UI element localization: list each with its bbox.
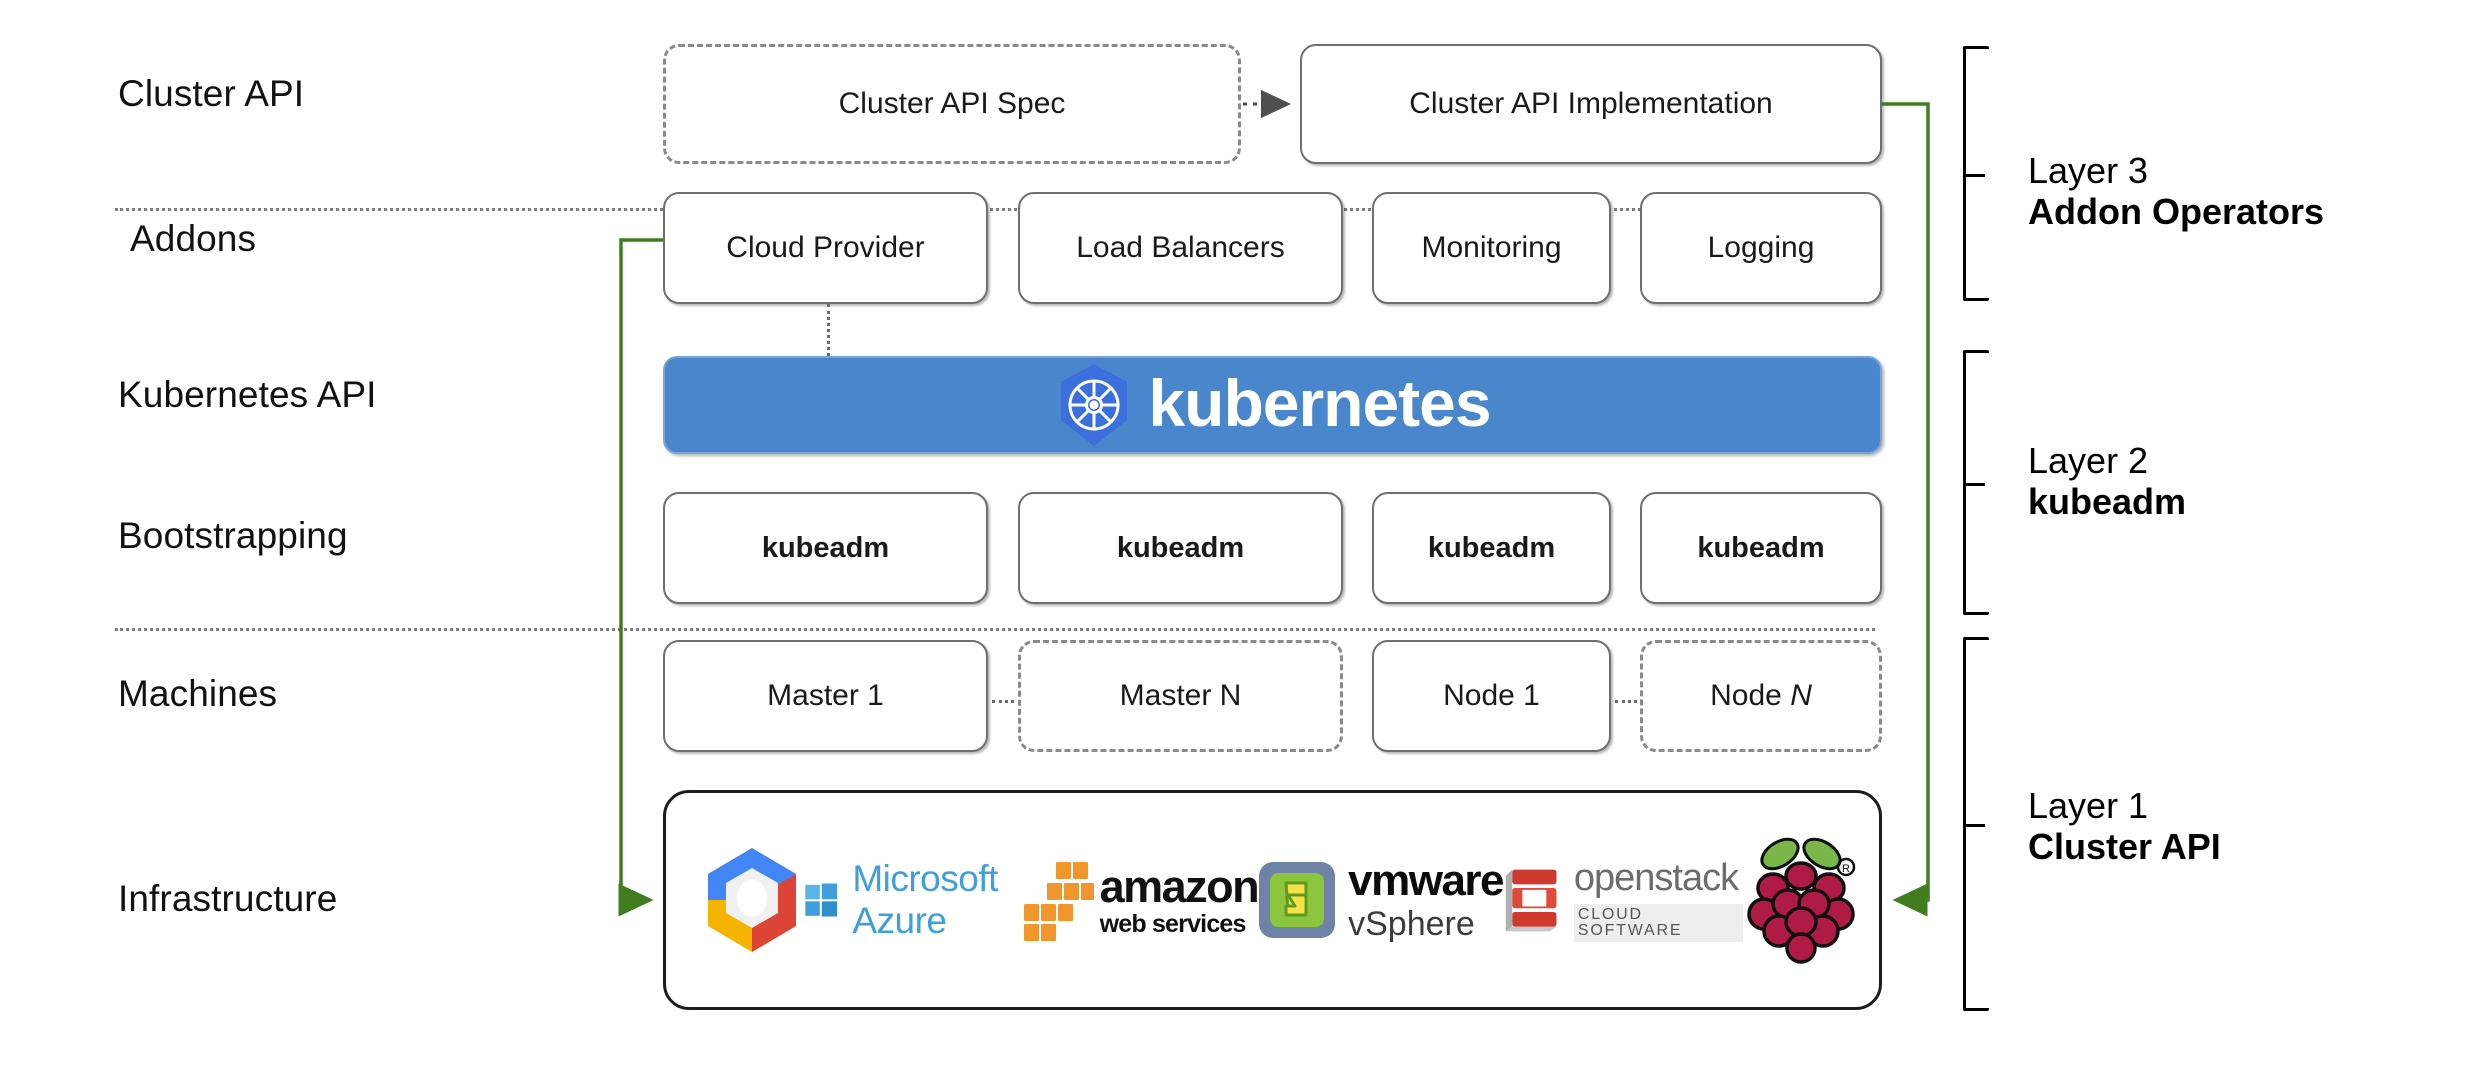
infrastructure-box[interactable]: Microsoft Azure amazon [663, 790, 1882, 1010]
layer-3-number: Layer 3 [2028, 150, 2149, 191]
logo-text-vmware-vsphere: vmware vSphere [1348, 856, 1504, 943]
bootstrap-label-kubeadm-2: kubeadm [1116, 531, 1245, 564]
row-label-kubernetes-api: Kubernetes API [118, 374, 377, 415]
logo-vmware-vsphere: vmware vSphere [1258, 840, 1505, 960]
machine-box-master-n[interactable]: Master N [1018, 640, 1343, 752]
svg-text:R: R [1842, 863, 1850, 875]
implementation-to-infrastructure-arrow [1882, 102, 1930, 917]
machine-label-master-1: Master 1 [767, 679, 884, 712]
logo-text-vmware: vmware [1348, 856, 1504, 905]
kubernetes-api-banner[interactable]: kubernetes [663, 356, 1882, 454]
layer-label-2: Layer 2 kubeadm [2028, 440, 2186, 523]
addon-box-logging[interactable]: Logging [1640, 192, 1882, 304]
layer-1-name: Cluster API [2028, 826, 2221, 868]
addon-box-load-balancers[interactable]: Load Balancers [1018, 192, 1343, 304]
logo-text-openstack: openstack CLOUD SOFTWARE [1573, 856, 1744, 942]
cloud-provider-to-infrastructure-arrow [618, 238, 663, 917]
kubernetes-wordmark: kubernetes [1148, 366, 1491, 440]
bootstrap-label-kubeadm-3: kubeadm [1427, 531, 1556, 564]
cluster-api-implementation-box[interactable]: Cluster API Implementation [1300, 44, 1882, 164]
logo-microsoft-azure: Microsoft Azure [804, 840, 1016, 960]
addon-label-cloud-provider: Cloud Provider [726, 231, 925, 264]
addon-label-logging: Logging [1707, 231, 1815, 264]
layer-1-number: Layer 1 [2028, 785, 2149, 826]
kubernetes-helm-wheel-icon [1054, 362, 1134, 448]
bootstrap-box-kubeadm-4[interactable]: kubeadm [1640, 492, 1882, 604]
layer-label-3: Layer 3 Addon Operators [2028, 150, 2324, 233]
machine-label-node-1: Node 1 [1443, 679, 1540, 712]
logo-text-microsoft-azure: Microsoft Azure [852, 858, 998, 941]
separator-layer3-layer2 [115, 208, 1875, 211]
row-label-machines: Machines [118, 673, 278, 714]
logo-text-openstack-tagline: CLOUD SOFTWARE [1573, 903, 1744, 942]
logo-text-openstack-word: openstack [1573, 856, 1739, 899]
addon-box-monitoring[interactable]: Monitoring [1372, 192, 1611, 304]
brace-layer-3 [1963, 46, 1989, 301]
layer-2-number: Layer 2 [2028, 440, 2149, 481]
separator-layer2-layer1 [115, 628, 1875, 631]
logo-text-amazon: amazon [1099, 860, 1260, 912]
brace-layer-2 [1963, 350, 1989, 615]
addon-box-cloud-provider[interactable]: Cloud Provider [663, 192, 988, 304]
cloud-provider-to-kubernetes-connector [827, 304, 830, 356]
row-label-cluster-api: Cluster API [118, 73, 305, 114]
row-label-addons: Addons [130, 218, 257, 259]
layer-3-name: Addon Operators [2028, 191, 2325, 233]
machine-box-master-1[interactable]: Master 1 [663, 640, 988, 752]
brace-layer-1 [1963, 637, 1989, 1011]
layer-label-1: Layer 1 Cluster API [2028, 785, 2221, 868]
addon-label-load-balancers: Load Balancers [1076, 231, 1285, 264]
addon-label-monitoring: Monitoring [1421, 231, 1562, 264]
bootstrap-box-kubeadm-2[interactable]: kubeadm [1018, 492, 1343, 604]
logo-openstack: openstack CLOUD SOFTWARE [1503, 840, 1744, 960]
machine-box-node-n[interactable]: Node N [1640, 640, 1882, 752]
bootstrap-label-kubeadm-4: kubeadm [1697, 531, 1825, 564]
machine-box-node-1[interactable]: Node 1 [1372, 640, 1611, 752]
logo-raspberry-pi: R [1743, 837, 1859, 964]
machine-label-node-n: Node N [1710, 679, 1812, 712]
bootstrap-box-kubeadm-1[interactable]: kubeadm [663, 492, 988, 604]
bootstrap-box-kubeadm-3[interactable]: kubeadm [1372, 492, 1611, 604]
master-connector-dots [992, 700, 1014, 703]
layer-2-name: kubeadm [2028, 481, 2187, 523]
cluster-api-implementation-label: Cluster API Implementation [1409, 87, 1773, 120]
row-label-infrastructure: Infrastructure [118, 878, 338, 919]
logo-text-amazon-web-services: amazon web services [1099, 860, 1260, 938]
node-connector-dots [1615, 700, 1637, 703]
logo-text-web-services: web services [1099, 909, 1247, 938]
bootstrap-label-kubeadm-1: kubeadm [761, 531, 890, 564]
cluster-api-spec-box[interactable]: Cluster API Spec [663, 44, 1241, 164]
cluster-api-spec-label: Cluster API Spec [838, 87, 1066, 120]
logo-amazon-web-services: amazon web services [1016, 840, 1260, 960]
logo-google-cloud-platform [700, 840, 804, 960]
logo-text-vsphere: vSphere [1348, 905, 1475, 943]
machine-label-master-n: Master N [1119, 679, 1242, 712]
row-label-bootstrapping: Bootstrapping [118, 515, 348, 556]
